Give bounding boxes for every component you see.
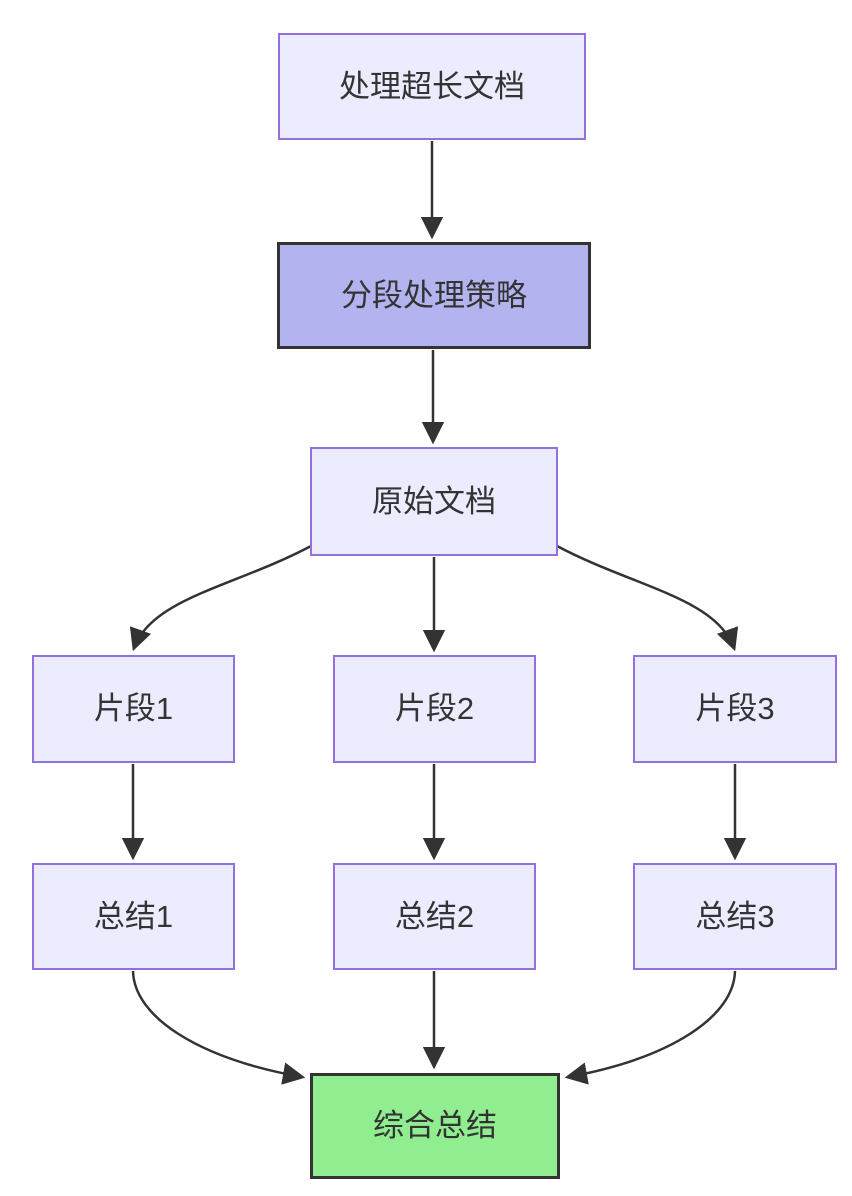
node-summary-1-label: 总结1 — [93, 898, 174, 934]
edge-document-to-chunk-3 — [556, 544, 739, 652]
node-chunk-1-label: 片段1 — [93, 691, 174, 727]
node-summary-2: 总结2 — [333, 863, 536, 970]
node-chunk-1: 片段1 — [32, 655, 235, 763]
node-original-document: 原始文档 — [310, 447, 558, 556]
node-final-summary: 综合总结 — [310, 1073, 560, 1179]
node-summary-3-label: 总结3 — [695, 898, 775, 934]
node-original-document-label: 原始文档 — [372, 483, 496, 519]
node-segmentation-strategy-label: 分段处理策略 — [341, 277, 527, 313]
node-chunk-3: 片段3 — [633, 655, 837, 763]
node-chunk-3-label: 片段3 — [695, 691, 775, 727]
node-process-long-document: 处理超长文档 — [278, 33, 586, 140]
edge-summary-3-to-final — [564, 970, 737, 1085]
edge-document-to-chunk-1 — [129, 544, 312, 652]
node-process-long-document-label: 处理超长文档 — [339, 68, 525, 104]
node-chunk-2-label: 片段2 — [394, 691, 475, 727]
edge-summary-1-to-final — [131, 970, 306, 1085]
node-chunk-2: 片段2 — [333, 655, 536, 763]
node-summary-3: 总结3 — [633, 863, 837, 970]
node-final-summary-label: 综合总结 — [373, 1108, 497, 1144]
node-summary-1: 总结1 — [32, 863, 235, 970]
node-summary-2-label: 总结2 — [394, 898, 475, 934]
node-segmentation-strategy: 分段处理策略 — [277, 242, 591, 349]
